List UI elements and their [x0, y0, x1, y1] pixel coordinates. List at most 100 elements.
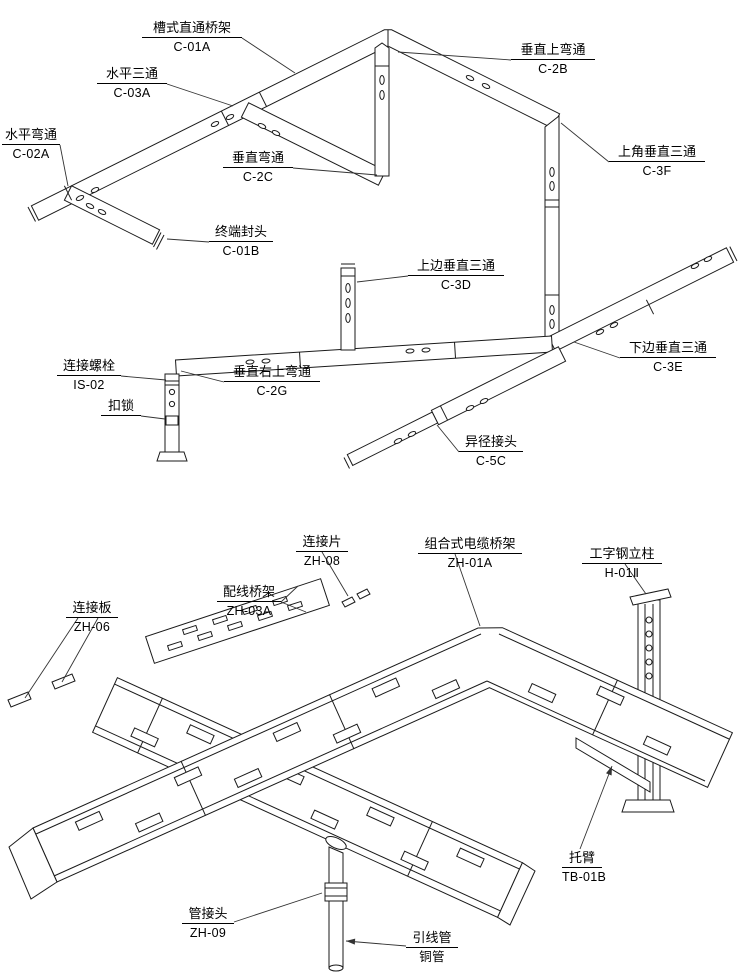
leader-combined-cable-tray: [455, 554, 480, 626]
label-combined-cable-tray: 组合式电缆桥架 ZH-01A: [418, 536, 522, 571]
label-connecting-plate: 连接板 ZH-06: [66, 600, 118, 635]
part-name: 组合式电缆桥架: [418, 536, 522, 554]
arrowhead-lead-pipe: [346, 938, 356, 945]
part-name: 配线桥架: [217, 584, 281, 602]
label-vertical-right-up-bend: 垂直右上弯通 C-2G: [224, 364, 320, 399]
part-code: C-02A: [12, 147, 50, 161]
part-name: 连接片: [296, 534, 348, 552]
figure1-fitting-assembly-drawing: [28, 30, 737, 469]
label-connecting-bolt: 连接螺栓 IS-02: [57, 358, 121, 393]
leader-lead-pipe: [346, 941, 406, 946]
tray-lower-right: [548, 247, 737, 352]
part-code: H-01Ⅱ: [604, 566, 640, 580]
label-horizontal-bend: 水平弯通 C-02A: [2, 127, 60, 162]
support-arm: [576, 738, 650, 792]
part-code: C-3D: [440, 278, 472, 292]
part-name: 工字钢立柱: [582, 546, 662, 564]
connecting-plates: [8, 674, 75, 707]
part-code: IS-02: [73, 378, 105, 392]
band2-flared-end: [9, 828, 57, 899]
label-vertical-bend: 垂直弯通 C-2C: [223, 150, 293, 185]
leader-vertical-right-up-bend: [181, 371, 224, 382]
arrowhead-support-arm: [606, 766, 612, 776]
conduit-pipe: [325, 847, 347, 971]
leader-bottom-vertical-tee: [574, 342, 620, 358]
bolt-hole: [169, 401, 174, 406]
leader-lines: [25, 38, 646, 946]
part-name: 扣锁: [101, 398, 141, 416]
part-name: 管接头: [182, 906, 234, 924]
band2-slots: [75, 678, 670, 832]
leader-connector-strip: [322, 552, 348, 596]
reducer-tray: [344, 347, 566, 469]
part-name: 连接螺栓: [57, 358, 121, 376]
part-code: C-5C: [475, 454, 507, 468]
leader-end-cap: [167, 239, 209, 242]
leader-connecting-plate-2: [62, 618, 98, 682]
column-top-plate: [630, 589, 671, 605]
part-code: ZH-08: [303, 554, 341, 568]
label-straight-trough-tray: 槽式直通桥架 C-01A: [142, 20, 242, 55]
part-code: C-01B: [222, 244, 260, 258]
label-end-cap: 终端封头 C-01B: [209, 224, 273, 259]
leader-pipe-joint: [234, 893, 322, 922]
support-post: [157, 374, 187, 461]
ladder-tray-band2: [9, 628, 732, 899]
part-name: 垂直右上弯通: [224, 364, 320, 382]
part-code: 铜管: [419, 950, 445, 964]
tray-main-ridge: [31, 30, 559, 220]
label-connector-strip: 连接片 ZH-08: [296, 534, 348, 569]
pipe-coupling: [325, 883, 347, 901]
part-name: 异径接头: [459, 434, 523, 452]
part-code: C-2C: [242, 170, 274, 184]
leader-support-arm: [580, 766, 612, 849]
label-lead-pipe: 引线管 铜管: [406, 930, 458, 965]
part-code: ZH-06: [73, 620, 111, 634]
leader-lock-clip: [141, 416, 165, 419]
leader-wiring-tray-2: [281, 586, 298, 602]
part-code: ZH-01A: [447, 556, 493, 570]
leader-horizontal-tee: [167, 84, 233, 106]
ladder-tray-band1: [93, 678, 535, 925]
leader-vertical-bend: [293, 168, 377, 175]
leader-reducer: [437, 425, 459, 452]
label-reducer: 异径接头 C-5C: [459, 434, 523, 469]
part-name: 上边垂直三通: [408, 258, 504, 276]
leader-wiring-tray-1: [281, 602, 306, 612]
leader-horizontal-bend: [60, 145, 68, 186]
part-code: C-3E: [653, 360, 683, 374]
label-pipe-joint: 管接头 ZH-09: [182, 906, 234, 941]
label-support-arm: 托臂 TB-01B: [562, 850, 607, 885]
column-foot: [622, 800, 674, 812]
part-name: 垂直上弯通: [511, 42, 595, 60]
part-name: 水平弯通: [2, 127, 60, 145]
label-wiring-tray: 配线桥架 ZH-03A: [217, 584, 281, 619]
band1-end-fold: [498, 863, 535, 925]
part-name: 槽式直通桥架: [142, 20, 242, 38]
vertical-riser-1: [375, 43, 389, 176]
label-lock-clip: 扣锁: [101, 398, 141, 416]
part-name: 下边垂直三通: [620, 340, 716, 358]
part-code: C-3F: [642, 164, 672, 178]
part-name: 终端封头: [209, 224, 273, 242]
part-code: C-2B: [538, 62, 568, 76]
lock-clip: [166, 416, 178, 425]
pipe-entry-hole: [324, 834, 348, 852]
part-code: ZH-09: [189, 926, 227, 940]
label-i-beam-column: 工字钢立柱 H-01Ⅱ: [582, 546, 662, 581]
wiring-tray-slots: [168, 596, 303, 650]
part-code: C-2G: [256, 384, 288, 398]
part-name: 上角垂直三通: [609, 144, 705, 162]
label-bottom-vertical-tee: 下边垂直三通 C-3E: [620, 340, 716, 375]
part-code: TB-01B: [562, 870, 607, 884]
part-name: 垂直弯通: [223, 150, 293, 168]
label-top-corner-vertical-tee: 上角垂直三通 C-3F: [609, 144, 705, 179]
figure1-holes: [76, 74, 713, 444]
leader-connecting-bolt: [121, 376, 166, 380]
label-horizontal-tee: 水平三通 C-03A: [97, 66, 167, 101]
figure2-combined-tray-drawing: [8, 579, 732, 971]
leader-i-beam-column: [625, 564, 646, 594]
tray-end-stub: [64, 186, 164, 250]
label-top-vertical-tee: 上边垂直三通 C-3D: [408, 258, 504, 293]
